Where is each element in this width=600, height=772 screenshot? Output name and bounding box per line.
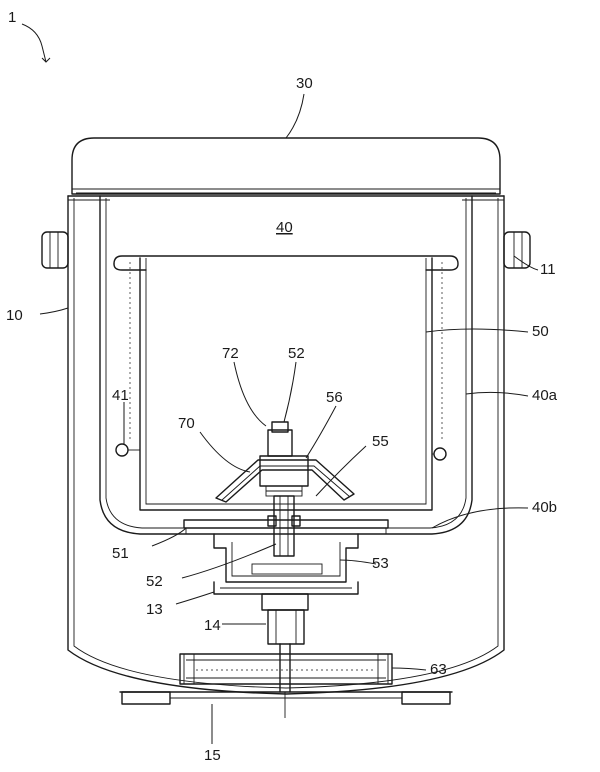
inner-housing	[99, 195, 473, 535]
lid	[71, 137, 501, 195]
bearing-housing	[213, 533, 359, 583]
label-14: 14	[204, 617, 221, 634]
reference-labels: 1 30 40 11 10 50 72 52 41 40a 56 70 55 4…	[6, 9, 558, 764]
label-70: 70	[178, 415, 195, 432]
main-body	[67, 195, 505, 705]
label-10: 10	[6, 307, 23, 324]
label-40b: 40b	[532, 499, 557, 516]
label-53: 53	[372, 555, 389, 572]
label-52-top: 52	[288, 345, 305, 362]
label-63: 63	[430, 661, 447, 678]
handle-right	[503, 231, 531, 269]
label-11: 11	[540, 261, 556, 278]
label-1: 1	[8, 9, 16, 26]
label-72: 72	[222, 345, 239, 362]
shaft-assembly	[259, 421, 309, 557]
label-13: 13	[146, 601, 163, 618]
pin-left	[115, 443, 140, 457]
label-51: 51	[112, 545, 129, 562]
label-40a: 40a	[532, 387, 558, 404]
label-55: 55	[372, 433, 389, 450]
handle-left	[41, 231, 69, 269]
label-50: 50	[532, 323, 549, 340]
blade-cover	[215, 459, 355, 503]
motor-mount	[213, 581, 359, 595]
drive-unit	[179, 653, 393, 685]
label-30: 30	[296, 75, 313, 92]
label-52-bottom: 52	[146, 573, 163, 590]
label-40: 40	[276, 219, 293, 236]
pin-right	[432, 447, 447, 461]
pot-base	[183, 519, 389, 535]
label-15: 15	[204, 747, 221, 764]
label-41: 41	[112, 387, 129, 404]
pot	[113, 255, 459, 511]
label-56: 56	[326, 389, 343, 406]
leader-lines	[21, 23, 539, 744]
motor-shaft	[261, 593, 309, 718]
